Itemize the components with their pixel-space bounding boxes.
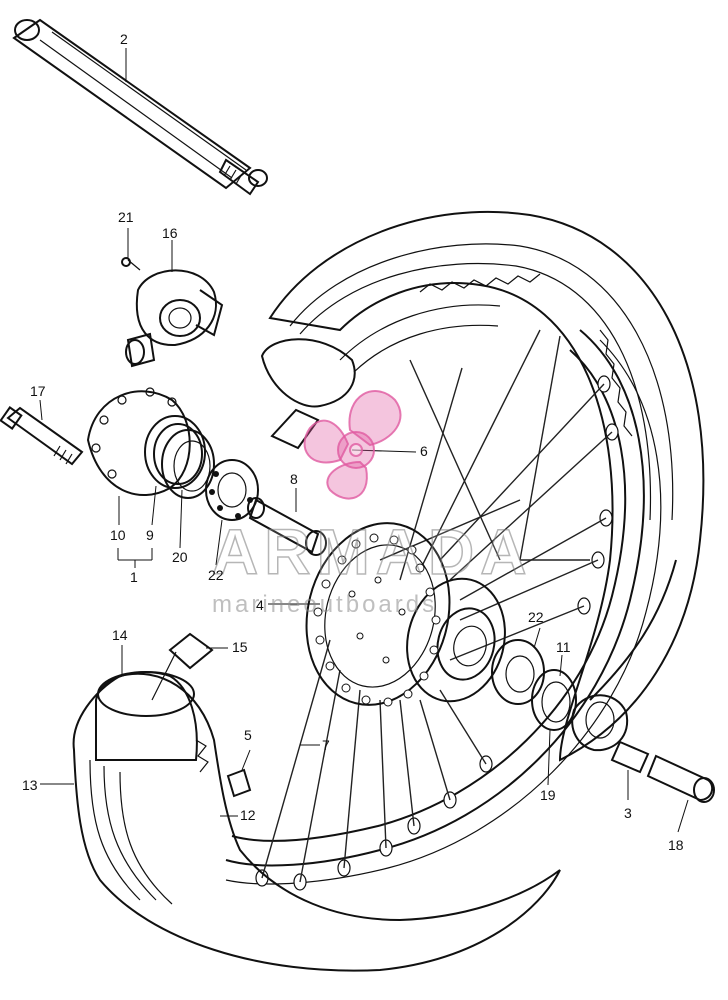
label-18: 18 bbox=[668, 837, 684, 853]
label-13: 13 bbox=[22, 777, 38, 793]
spacer-collar-part bbox=[247, 497, 327, 556]
axle-part bbox=[12, 18, 268, 196]
speedometer-gearbox-part bbox=[121, 257, 224, 368]
label-11: 11 bbox=[556, 639, 571, 655]
label-7: 7 bbox=[322, 737, 330, 753]
label-10: 10 bbox=[110, 527, 126, 543]
spokes-part bbox=[261, 329, 613, 883]
axle-nut-part bbox=[610, 740, 715, 803]
label-3: 3 bbox=[624, 805, 632, 821]
watermark-tagline: marineoutboards bbox=[212, 591, 437, 618]
label-22b: 22 bbox=[528, 609, 544, 625]
part-labels: 2 21 16 17 10 9 1 20 22 8 6 4 22 11 7 5 … bbox=[22, 31, 684, 853]
rim-part bbox=[225, 329, 662, 891]
label-2: 2 bbox=[120, 31, 128, 47]
label-5: 5 bbox=[244, 727, 252, 743]
side-collar-part bbox=[571, 694, 629, 752]
label-12: 12 bbox=[240, 807, 256, 823]
label-16: 16 bbox=[162, 225, 178, 241]
label-21: 21 bbox=[118, 209, 134, 225]
label-6: 6 bbox=[420, 443, 428, 459]
watermark: ARMADA marineoutboards bbox=[211, 390, 532, 618]
dust-seal-part bbox=[531, 669, 577, 731]
bolt-part bbox=[0, 406, 84, 466]
label-8: 8 bbox=[290, 471, 298, 487]
label-4: 4 bbox=[256, 597, 264, 613]
label-14: 14 bbox=[112, 627, 128, 643]
label-20: 20 bbox=[172, 549, 188, 565]
label-15: 15 bbox=[232, 639, 248, 655]
tube-tire-cutaway-part bbox=[72, 632, 561, 972]
watermark-brand: ARMADA bbox=[212, 516, 532, 588]
label-1: 1 bbox=[130, 569, 138, 585]
bearing-left-part bbox=[161, 429, 259, 521]
label-22a: 22 bbox=[208, 567, 224, 583]
brake-disc-hub-part bbox=[305, 522, 506, 707]
label-19: 19 bbox=[540, 787, 556, 803]
tire-part bbox=[260, 211, 705, 762]
valve-cap-part bbox=[226, 768, 252, 798]
label-9: 9 bbox=[146, 527, 154, 543]
label-17: 17 bbox=[30, 383, 46, 399]
propeller-logo-icon bbox=[303, 390, 402, 500]
seal-flange-part bbox=[86, 387, 206, 496]
bearing-right-part bbox=[491, 639, 545, 705]
